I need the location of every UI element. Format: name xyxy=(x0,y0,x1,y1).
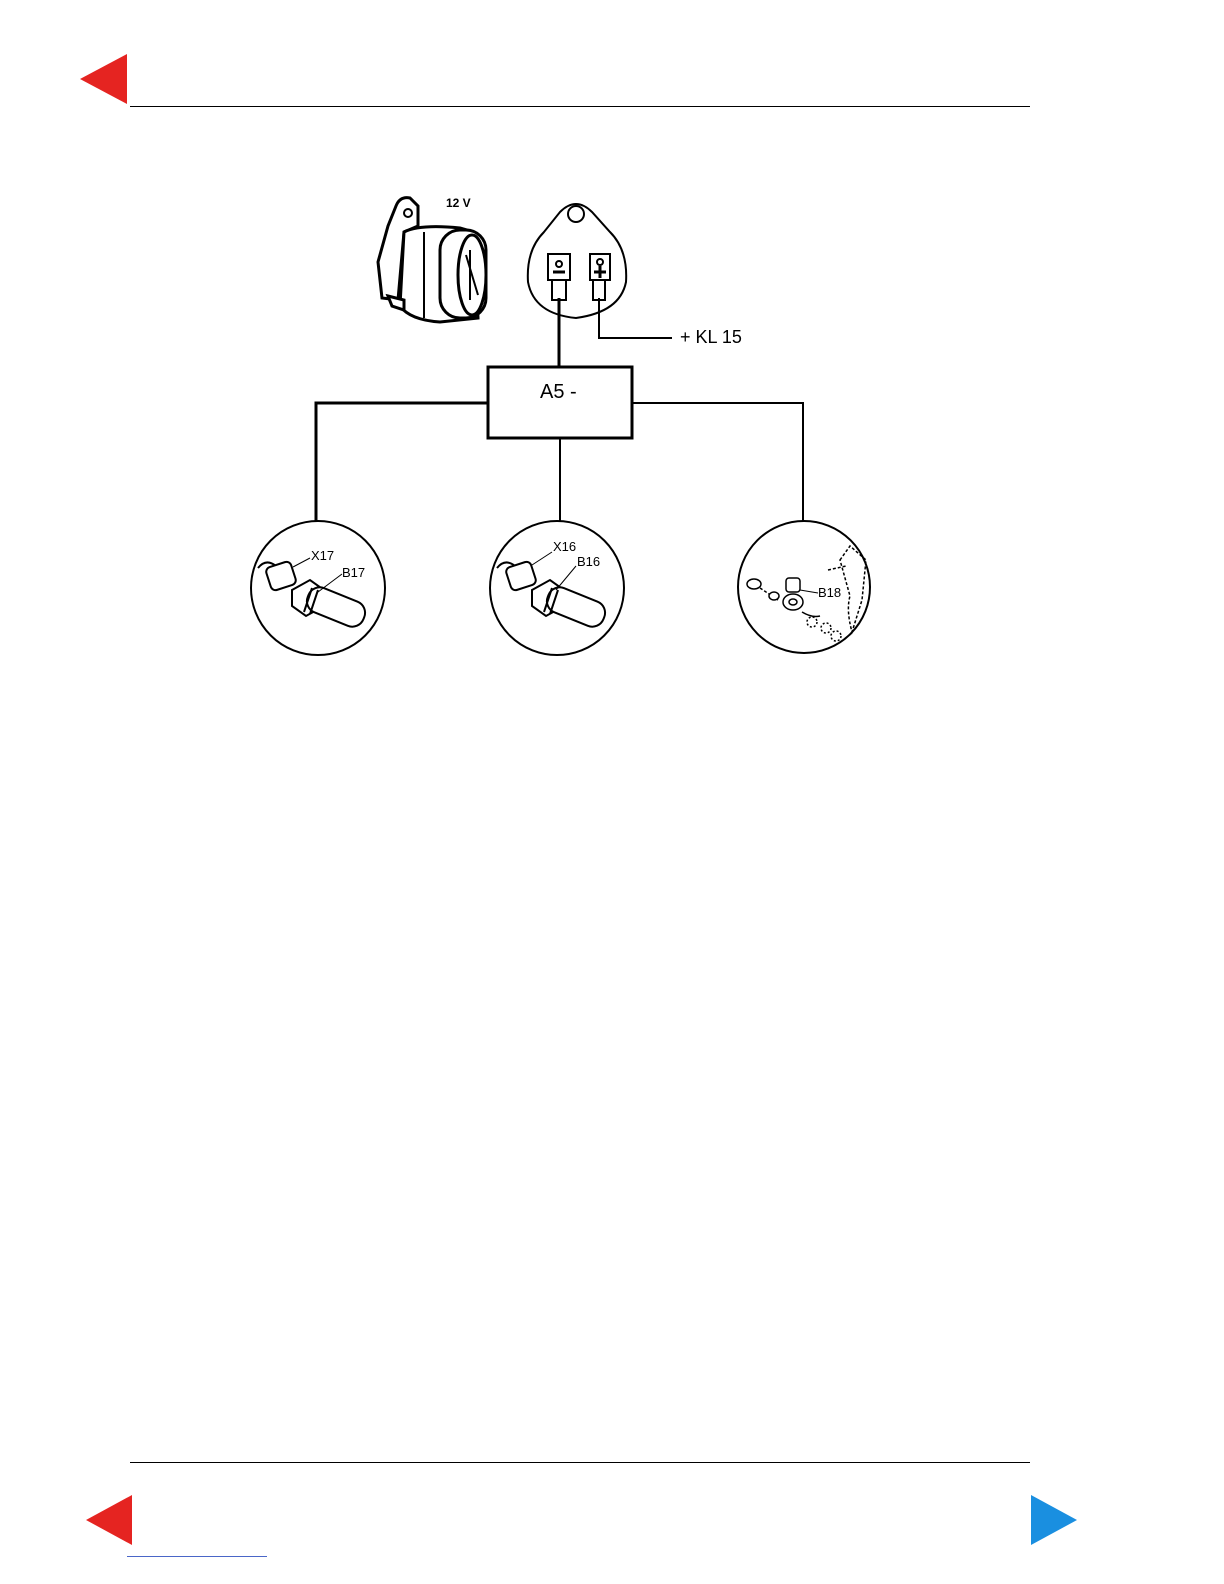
footer-link[interactable] xyxy=(127,1556,267,1557)
connector-x16-label: X16 xyxy=(553,539,576,554)
back-arrow-icon-bottom[interactable] xyxy=(86,1495,132,1545)
connector-x17-label: X17 xyxy=(311,548,334,563)
horn-icon xyxy=(378,198,486,322)
sensor-b18-detail xyxy=(738,521,870,653)
forward-arrow-icon[interactable] xyxy=(1031,1495,1077,1545)
sensor-b17-label: B17 xyxy=(342,565,365,580)
control-module-label: A5 - xyxy=(540,381,577,403)
sensor-b18-label: B18 xyxy=(818,585,841,600)
footer-divider xyxy=(130,1462,1030,1463)
horn-voltage-label: 12 V xyxy=(446,196,471,210)
sensor-b16-label: B16 xyxy=(577,554,600,569)
sensor-b17-detail xyxy=(251,521,385,655)
terminal-kl15-label: + KL 15 xyxy=(680,327,742,347)
relay-icon xyxy=(528,204,626,318)
